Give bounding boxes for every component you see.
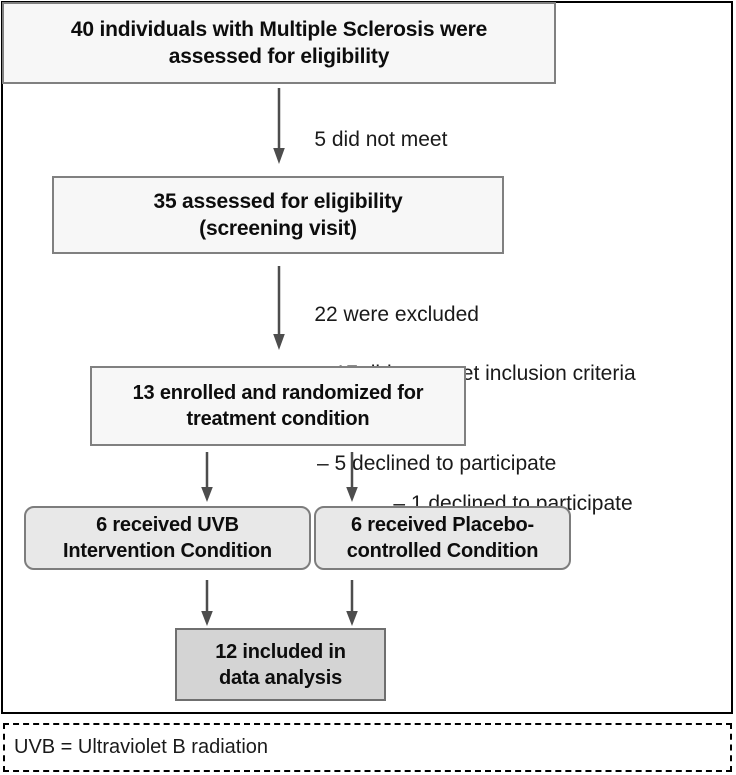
flow-node-uvb-intervention-label: 6 received UVB Intervention Condition bbox=[63, 514, 272, 562]
arrow-placebo-to-analysis bbox=[343, 580, 363, 628]
flow-node-screened: 40 individuals with Multiple Sclerosis w… bbox=[2, 2, 556, 84]
annotation-excluded-line1: 22 were excluded bbox=[314, 302, 479, 326]
arrow-enrolled-to-uvb bbox=[198, 452, 218, 504]
arrow-uvb-to-analysis bbox=[198, 580, 218, 628]
flow-node-data-analysis: 12 included in data analysis bbox=[175, 628, 386, 701]
flow-node-data-analysis-label: 12 included in data analysis bbox=[215, 640, 346, 689]
annotation-inclusion-line1: 5 did not meet bbox=[314, 127, 448, 151]
flow-node-uvb-intervention: 6 received UVB Intervention Condition bbox=[24, 506, 311, 570]
flow-node-eligibility-label: 35 assessed for eligibility (screening v… bbox=[153, 189, 403, 240]
flow-node-placebo-controlled: 6 received Placebo- controlled Condition bbox=[314, 506, 571, 570]
flow-node-enrolled-label: 13 enrolled and randomized for treatment… bbox=[132, 382, 424, 430]
annotation-excluded-line3: – 5 declined to participate bbox=[317, 451, 557, 475]
arrow-eligibility-to-enrolled bbox=[270, 266, 290, 354]
flow-node-eligibility: 35 assessed for eligibility (screening v… bbox=[52, 176, 504, 254]
flow-node-placebo-controlled-label: 6 received Placebo- controlled Condition bbox=[346, 514, 539, 562]
arrow-screened-to-eligibility bbox=[270, 88, 290, 168]
legend-frame bbox=[3, 723, 732, 772]
flow-node-enrolled: 13 enrolled and randomized for treatment… bbox=[90, 366, 466, 446]
flow-node-screened-label: 40 individuals with Multiple Sclerosis w… bbox=[70, 17, 488, 68]
legend-abbreviation-text: UVB = Ultraviolet B radiation bbox=[14, 736, 269, 758]
arrow-enrolled-to-placebo bbox=[343, 452, 363, 504]
